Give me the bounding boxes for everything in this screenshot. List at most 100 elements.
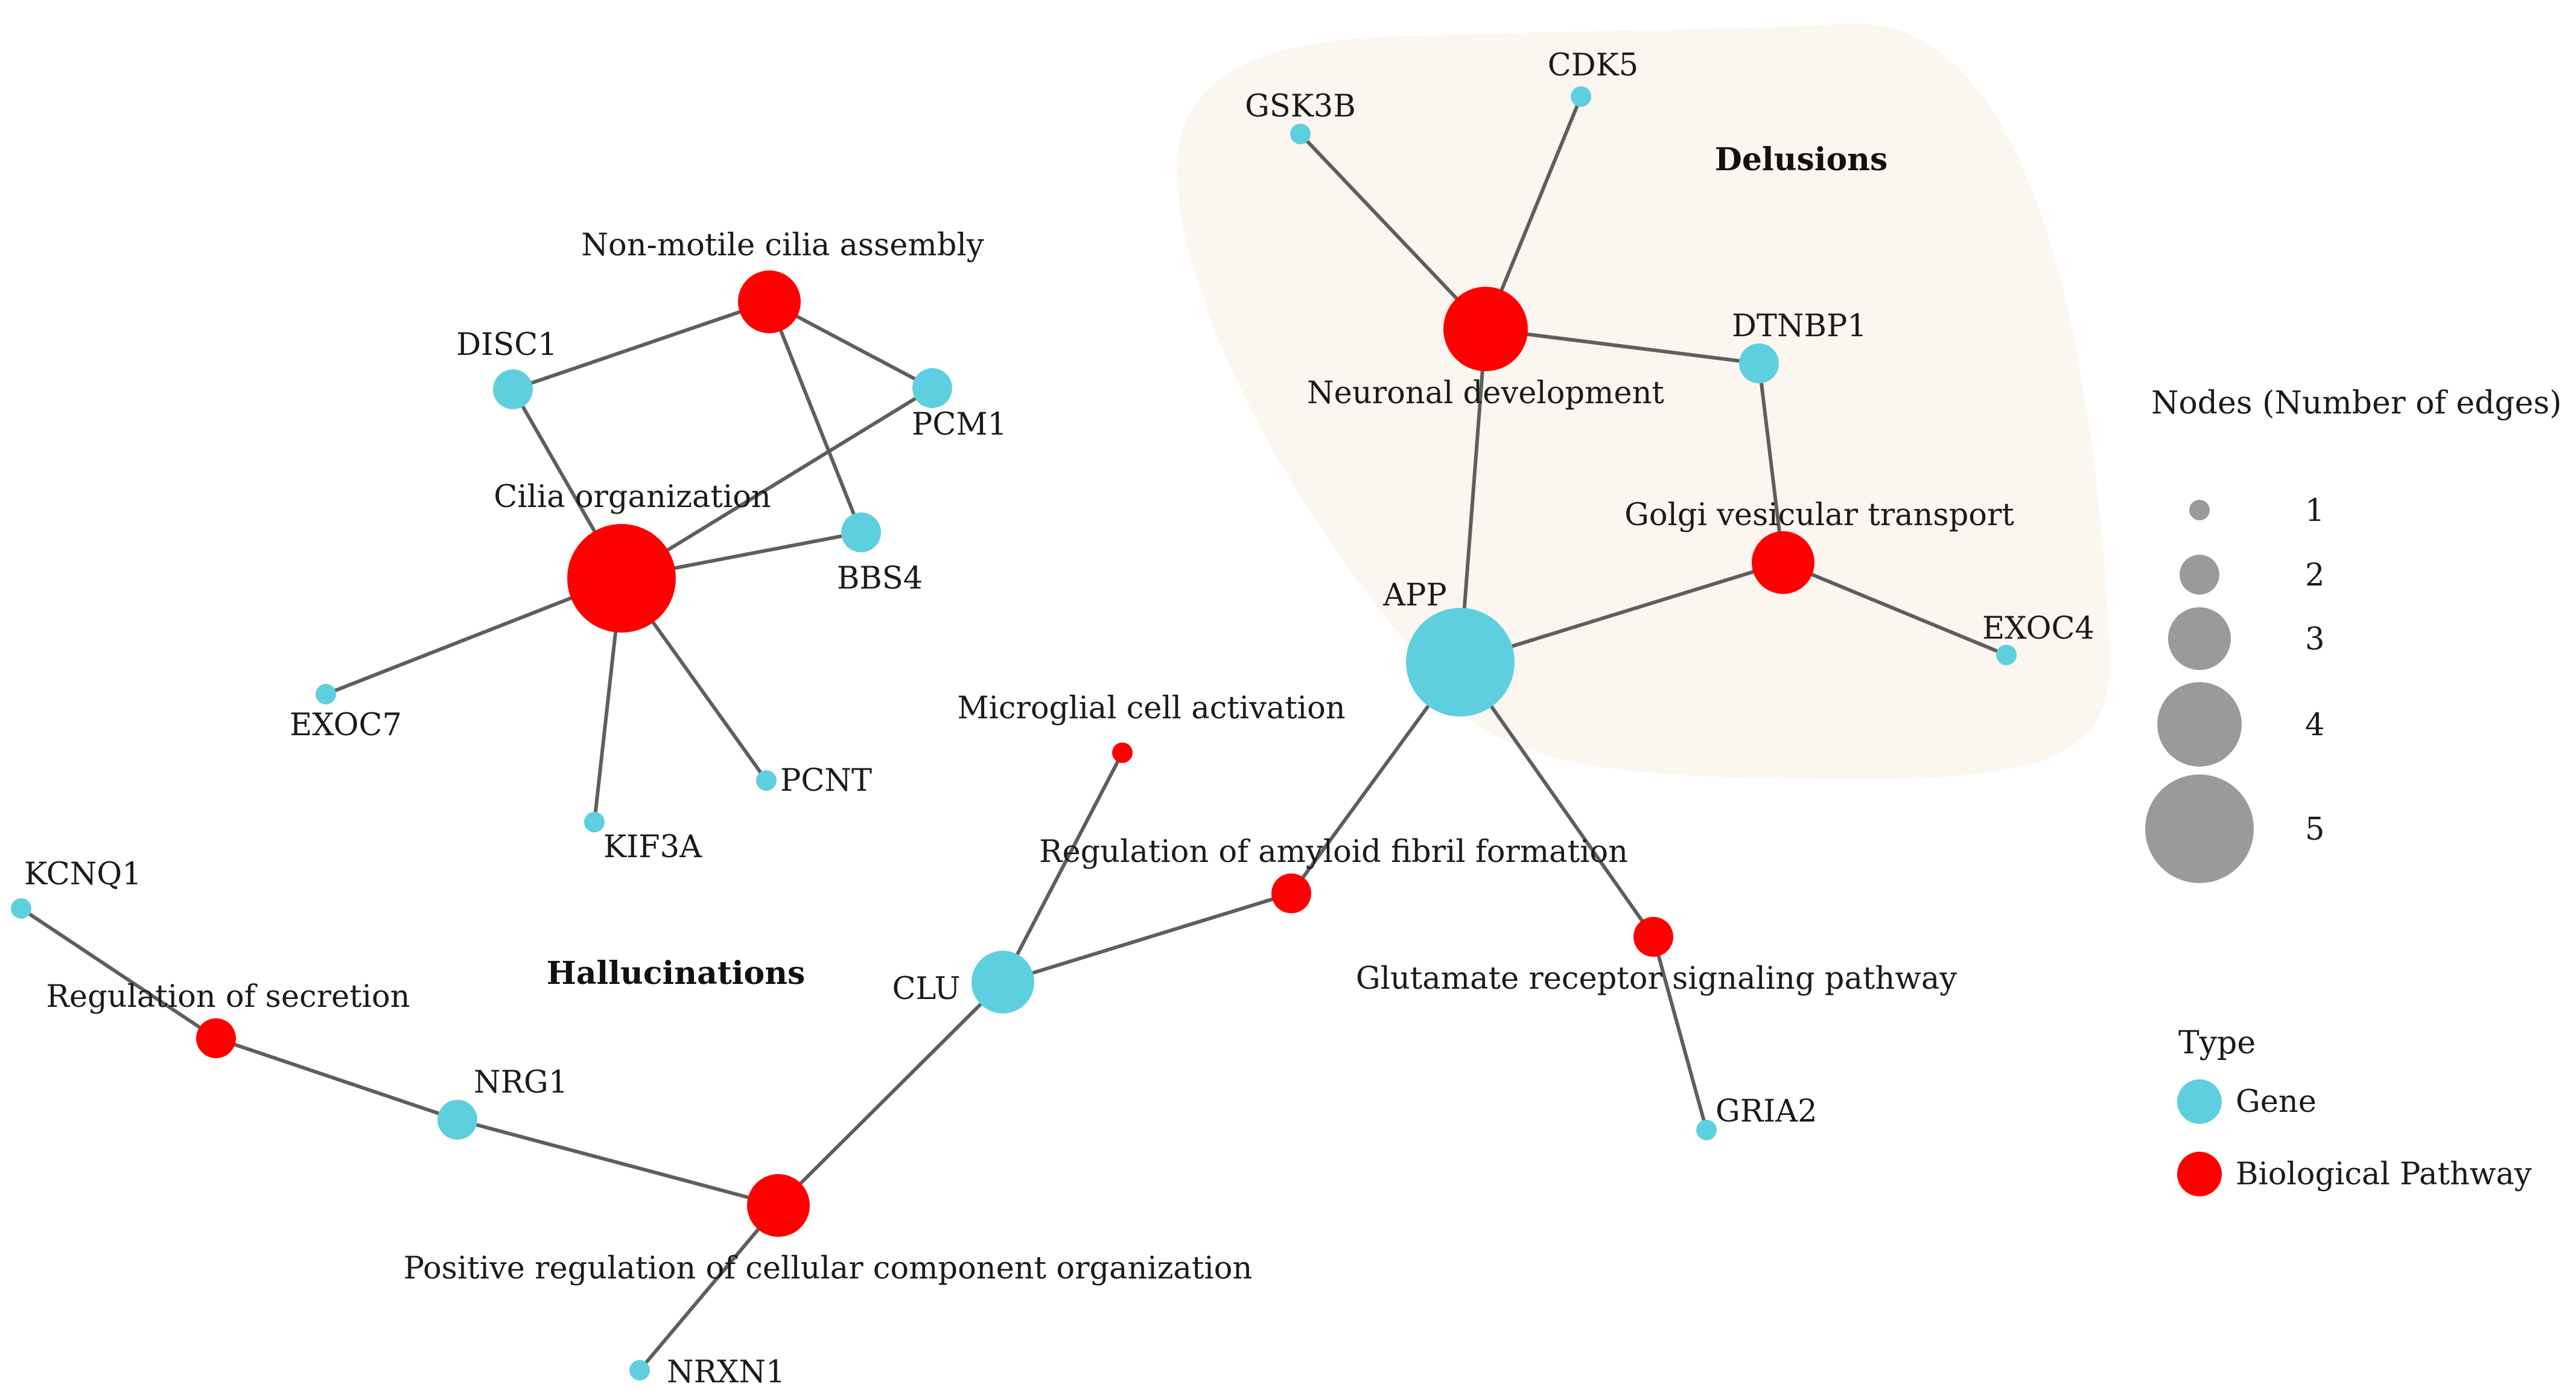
node-regulation_secretion: Regulation of secretion — [46, 979, 410, 1058]
node-marker-app — [1406, 608, 1515, 717]
node-disc1: DISC1 — [456, 327, 558, 409]
edge-pcm1-cilia_organization — [620, 386, 933, 580]
node-label-regulation_amyloid: Regulation of amyloid fibril formation — [1039, 834, 1628, 870]
node-marker-nrxn1 — [629, 1360, 650, 1380]
node-glutamate_receptor: Glutamate receptor signaling pathway — [1356, 917, 1957, 997]
node-label-bbs4: BBS4 — [837, 561, 923, 596]
node-cdk5: CDK5 — [1548, 48, 1638, 107]
node-non_motile_cilia_assembly: Non-motile cilia assembly — [581, 228, 984, 333]
node-label-app: APP — [1382, 578, 1446, 613]
node-marker-gsk3b — [1290, 124, 1311, 144]
node-nrxn1: NRXN1 — [629, 1355, 785, 1390]
edge-non_motile_cilia_assembly-disc1 — [512, 300, 770, 391]
node-label-gsk3b: GSK3B — [1245, 89, 1356, 124]
node-marker-dtnbp1 — [1739, 343, 1779, 383]
node-marker-golgi_vesicular_transport — [1752, 531, 1814, 594]
node-neuronal_development: Neuronal development — [1307, 287, 1664, 411]
edge-regulation_amyloid-clu — [1002, 892, 1292, 984]
node-label-clu: CLU — [892, 971, 960, 1007]
node-label-cilia_organization: Cilia organization — [494, 479, 771, 515]
edge-app-glutamate_receptor — [1458, 661, 1655, 938]
node-marker-kif3a — [584, 812, 605, 832]
node-label-neuronal_development: Neuronal development — [1307, 375, 1664, 411]
legend-size-marker-1 — [2189, 500, 2210, 520]
node-label-dtnbp1: DTNBP1 — [1732, 308, 1867, 344]
node-marker-neuronal_development — [1443, 287, 1528, 371]
node-label-gria2: GRIA2 — [1716, 1094, 1818, 1129]
legend-size-title: Nodes (Number of edges) — [2151, 385, 2562, 421]
node-bbs4: BBS4 — [837, 512, 923, 596]
legend-size-marker-5 — [2145, 774, 2254, 883]
edge-glutamate_receptor-gria2 — [1652, 936, 1708, 1131]
node-marker-cdk5 — [1571, 86, 1591, 107]
node-label-exoc7: EXOC7 — [290, 707, 402, 743]
legend-type-label-biological-pathway: Biological Pathway — [2236, 1157, 2532, 1192]
node-exoc7: EXOC7 — [290, 684, 402, 743]
edge-nrg1-positive_regulation — [457, 1118, 779, 1207]
edge-golgi_vesicular_transport-exoc4 — [1782, 561, 2008, 657]
node-label-positive_regulation: Positive regulation of cellular componen… — [404, 1251, 1253, 1286]
node-label-disc1: DISC1 — [456, 327, 557, 363]
node-marker-positive_regulation — [747, 1174, 810, 1237]
node-label-pcnt: PCNT — [780, 763, 872, 799]
edge-microglial_cell_activation-clu — [1001, 752, 1124, 983]
node-label-regulation_secretion: Regulation of secretion — [46, 979, 410, 1015]
node-marker-cilia_organization — [567, 524, 676, 633]
node-marker-gria2 — [1696, 1120, 1717, 1140]
node-dtnbp1: DTNBP1 — [1732, 308, 1867, 383]
node-marker-exoc4 — [1996, 645, 2017, 665]
legend-size-label-2: 2 — [2305, 558, 2324, 593]
node-clu: CLU — [892, 951, 1034, 1013]
node-label-exoc4: EXOC4 — [1982, 611, 2094, 646]
node-pcnt: PCNT — [756, 763, 872, 799]
node-app: APP — [1382, 578, 1515, 717]
node-marker-bbs4 — [841, 512, 881, 552]
node-marker-regulation_secretion — [196, 1018, 236, 1058]
node-marker-glutamate_receptor — [1633, 917, 1673, 957]
node-label-nrxn1: NRXN1 — [667, 1355, 785, 1390]
legend-size-marker-3 — [2168, 607, 2231, 670]
node-marker-pcm1 — [912, 368, 952, 408]
node-marker-kcnq1 — [11, 898, 31, 919]
edge-clu-positive_regulation — [777, 980, 1005, 1207]
legend-type-marker-biological-pathway — [2177, 1152, 2222, 1196]
edge-gsk3b-neuronal_development — [1299, 132, 1487, 331]
legend-type-label-gene: Gene — [2236, 1084, 2317, 1120]
node-marker-clu — [972, 951, 1034, 1013]
legend-size-label-1: 1 — [2305, 493, 2324, 529]
node-regulation_amyloid: Regulation of amyloid fibril formation — [1039, 834, 1628, 913]
node-label-nrg1: NRG1 — [474, 1065, 568, 1100]
node-nrg1: NRG1 — [437, 1065, 568, 1140]
edge-positive_regulation-nrxn1 — [638, 1204, 780, 1371]
legend-type-title: Type — [2178, 1025, 2256, 1061]
edge-neuronal_development-dtnbp1 — [1485, 327, 1760, 365]
node-gria2: GRIA2 — [1696, 1094, 1818, 1140]
edge-regulation_secretion-nrg1 — [215, 1036, 458, 1122]
legend-size-label-5: 5 — [2305, 812, 2324, 847]
node-label-non_motile_cilia_assembly: Non-motile cilia assembly — [581, 228, 984, 263]
node-label-pcm1: PCM1 — [912, 407, 1007, 442]
node-marker-regulation_amyloid — [1271, 873, 1311, 913]
node-marker-microglial_cell_activation — [1112, 742, 1133, 763]
edge-kcnq1-regulation_secretion — [20, 907, 217, 1040]
node-gsk3b: GSK3B — [1245, 89, 1356, 144]
node-marker-nrg1 — [437, 1100, 477, 1140]
legend-type-marker-gene — [2177, 1079, 2222, 1124]
group-label-hallucinations: Hallucinations — [547, 955, 806, 992]
node-marker-disc1 — [493, 369, 533, 409]
node-label-cdk5: CDK5 — [1548, 48, 1638, 83]
legend-size-label-3: 3 — [2305, 622, 2324, 657]
legend-size-marker-4 — [2157, 682, 2242, 767]
node-marker-non_motile_cilia_assembly — [738, 270, 801, 333]
node-label-golgi_vesicular_transport: Golgi vesicular transport — [1624, 497, 2014, 533]
edge-non_motile_cilia_assembly-bbs4 — [768, 301, 863, 534]
edge-dtnbp1-golgi_vesicular_transport — [1757, 363, 1785, 563]
node-label-kif3a: KIF3A — [603, 829, 702, 865]
node-golgi_vesicular_transport: Golgi vesicular transport — [1624, 497, 2014, 594]
node-pcm1: PCM1 — [912, 368, 1007, 442]
node-marker-exoc7 — [316, 684, 336, 704]
node-kcnq1: KCNQ1 — [11, 857, 142, 919]
node-exoc4: EXOC4 — [1982, 611, 2094, 665]
